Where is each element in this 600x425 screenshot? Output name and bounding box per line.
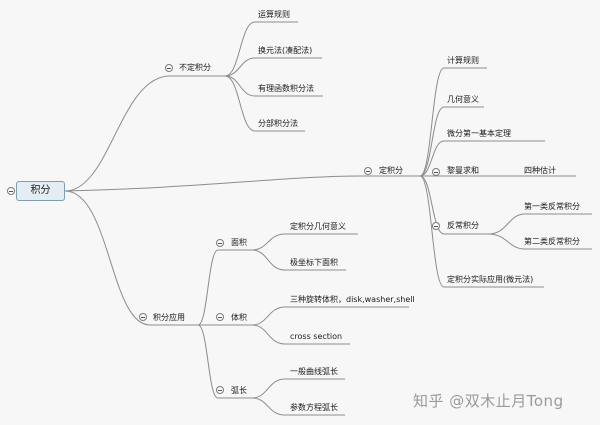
root-label: 积分 [30,185,51,196]
root-node[interactable]: 积分 [16,181,65,201]
connector-app-area [197,249,252,326]
node-riemann-sum[interactable]: 黎曼求和 [447,166,479,175]
node-four-estimates[interactable]: 四种估计 [524,166,556,175]
node-cross-section[interactable]: cross section [290,332,343,341]
connector-root-indefinite [64,75,225,192]
connector-improper-1 [487,213,592,235]
node-improper-integral[interactable]: 反常积分 [447,221,479,230]
node-indefinite-integral[interactable]: 不定积分 [179,63,211,72]
definite-collapse-icon[interactable] [364,167,372,175]
node-area-geometric[interactable]: 定积分几何意义 [290,222,346,231]
root-collapse-icon[interactable] [7,187,15,195]
improper-collapse-icon[interactable] [432,222,440,230]
indefinite-collapse-icon[interactable] [165,64,173,72]
node-integral-application[interactable]: 积分应用 [153,313,185,322]
area-collapse-icon[interactable] [216,239,224,247]
application-collapse-icon[interactable] [139,313,147,321]
node-arc-length[interactable]: 弧长 [231,386,247,395]
node-applications-microelement[interactable]: 定积分实际应用(微元法) [447,275,534,284]
connector-root-application [64,190,198,326]
connector-def-3 [419,140,545,177]
node-calculation-rules[interactable]: 计算规则 [447,56,479,65]
node-rotation-volume[interactable]: 三种旋转体积，disk,washer,shell [290,295,415,304]
connector-root-definite [64,175,420,192]
connector-volume-1 [251,306,409,326]
node-substitution[interactable]: 换元法(凑配法) [258,46,313,55]
node-improper-type-1[interactable]: 第一类反常积分 [524,202,580,211]
connector-arc-2 [251,397,345,416]
connector-indef-1 [224,21,298,77]
connector-indef-2 [224,57,322,77]
volume-collapse-icon[interactable] [216,313,224,321]
riemann-collapse-icon[interactable] [432,168,440,176]
connector-improper-2 [487,233,592,250]
node-operation-rules[interactable]: 运算规则 [258,10,290,19]
connector-volume-2 [251,324,350,345]
connector-def-5 [419,175,488,235]
connector-app-arc [197,324,252,399]
connector-indef-3 [224,75,323,97]
node-geometric-meaning[interactable]: 几何意义 [447,95,479,104]
connector-def-2 [419,106,484,177]
node-rational-function[interactable]: 有理函数积分法 [258,84,314,93]
node-polar-area[interactable]: 极坐标下面积 [290,258,338,267]
connector-area-1 [251,233,358,251]
node-volume[interactable]: 体积 [231,313,247,322]
node-general-arc[interactable]: 一般曲线弧长 [290,367,338,376]
node-area[interactable]: 面积 [231,238,247,247]
connector-def-1 [419,67,487,177]
node-fundamental-theorem[interactable]: 微分第一基本定理 [447,129,511,138]
node-definite-integral[interactable]: 定积分 [379,166,403,175]
node-parametric-arc[interactable]: 参数方程弧长 [290,403,338,412]
arc-collapse-icon[interactable] [216,386,224,394]
watermark-text: 知乎 @双木止月Tong [413,392,564,410]
connector-def-6 [419,175,544,288]
node-integration-by-parts[interactable]: 分部积分法 [258,119,298,128]
node-improper-type-2[interactable]: 第二类反常积分 [524,237,580,246]
connector-area-2 [251,249,346,271]
connector-arc-1 [251,378,345,399]
connector-indef-4 [224,75,305,132]
